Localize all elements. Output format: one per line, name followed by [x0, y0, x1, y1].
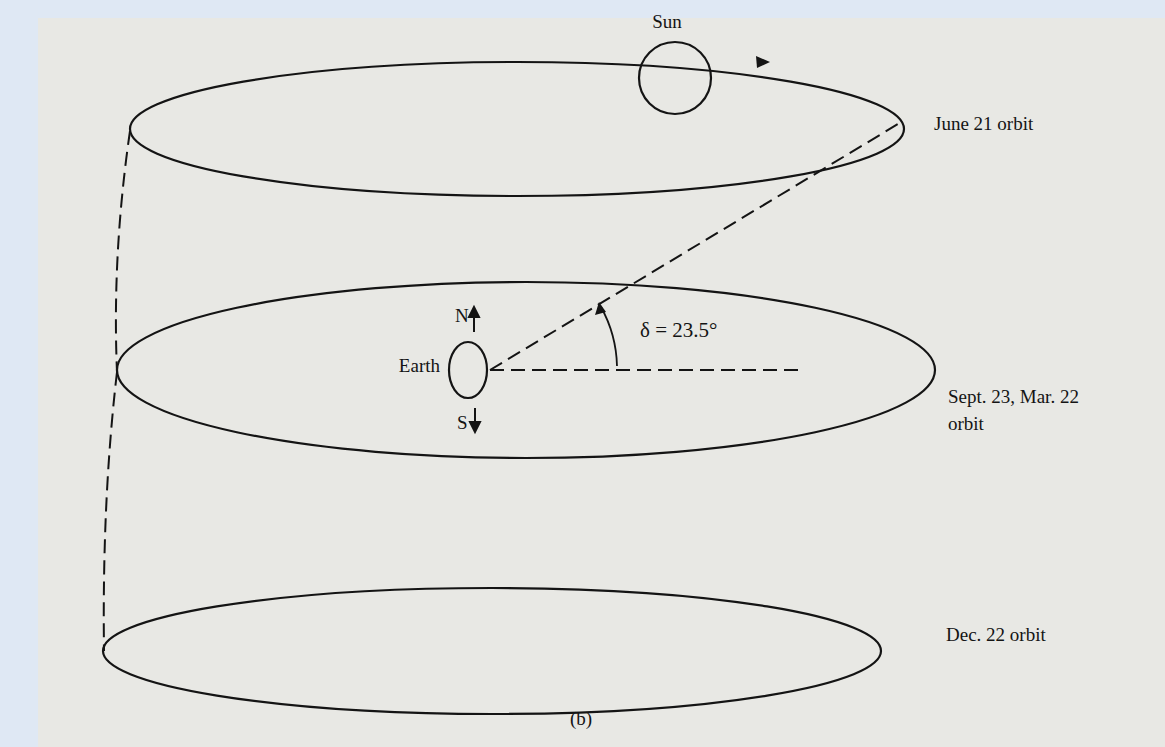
earth-ellipse-outline	[448, 341, 488, 399]
declination-track	[116, 131, 130, 372]
body-label: Earth	[399, 354, 440, 379]
angle-label: δ = 23.5°	[640, 316, 717, 345]
figure-label: (b)	[570, 706, 592, 733]
sun-circle: Sun	[638, 41, 712, 115]
sun-circle-outline	[638, 41, 712, 115]
december-orbit	[103, 588, 881, 714]
declination-track	[104, 372, 117, 651]
earth-ellipse: Earth	[448, 341, 488, 399]
equinox-orbit	[117, 282, 935, 458]
south-arrowhead	[470, 422, 480, 432]
body-label: Sun	[652, 10, 682, 35]
north-arrowhead	[469, 307, 479, 317]
orbit-direction-arrow	[756, 56, 770, 68]
june-orbit	[130, 62, 904, 196]
pole-label: S	[457, 410, 468, 437]
orbit-label: June 21 orbit	[934, 111, 1033, 138]
angle-arc	[601, 307, 617, 366]
pole-label: N	[455, 303, 469, 330]
equator-line	[490, 369, 800, 371]
orbit-label: Sept. 23, Mar. 22 orbit	[948, 384, 1106, 437]
sun-ray	[490, 124, 898, 370]
angle-arrowhead	[595, 302, 606, 315]
orbit-label: Dec. 22 orbit	[946, 622, 1046, 649]
